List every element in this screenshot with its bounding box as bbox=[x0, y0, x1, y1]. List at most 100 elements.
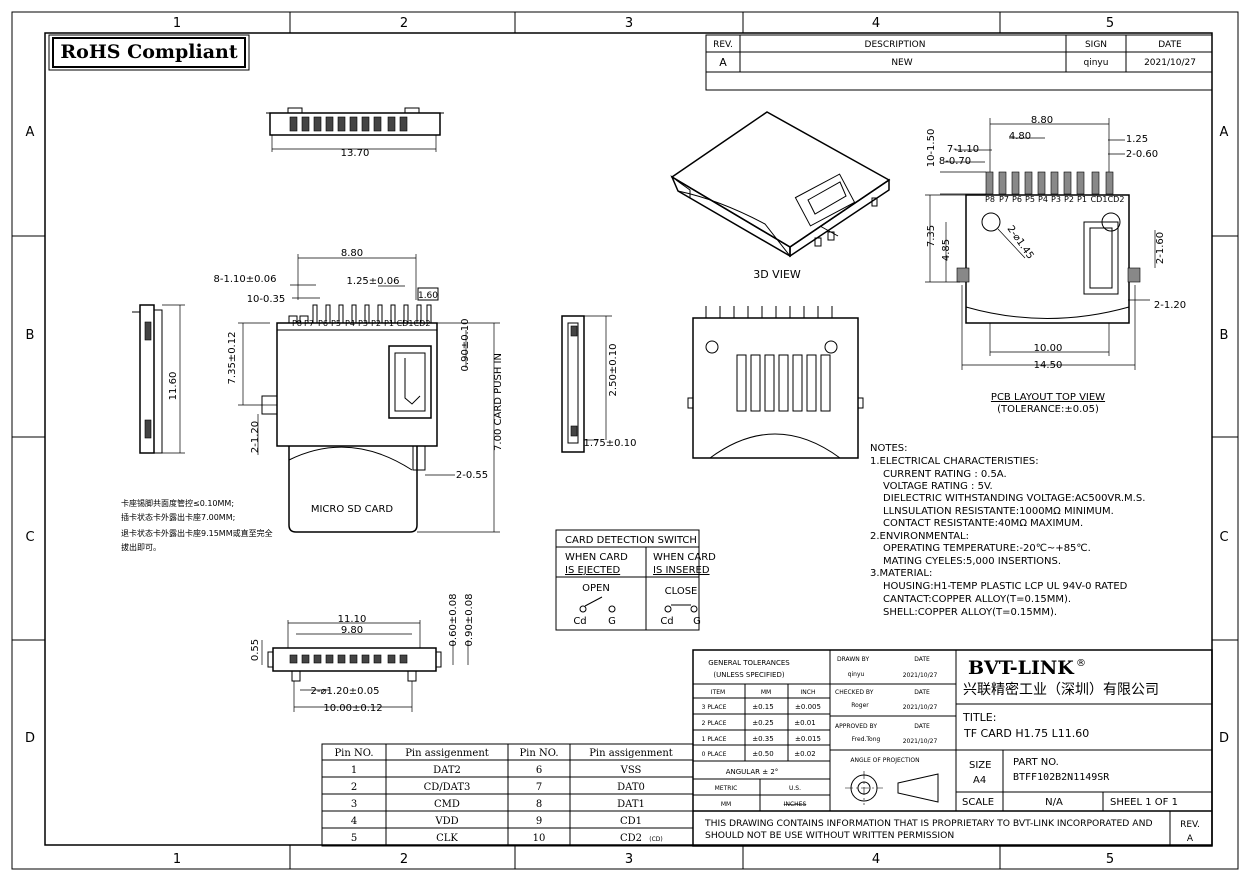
front-view: MICRO SD CARD P8 P7 P6 P5 P4 P3 P2 P1 CD… bbox=[214, 248, 504, 533]
dim-section-low: 1.75±0.10 bbox=[584, 438, 637, 449]
3d-view-label: 3D VIEW bbox=[753, 268, 801, 281]
pin-label-p8: P8 bbox=[292, 319, 302, 328]
cds-inserted-line2: IS INSERED bbox=[653, 565, 710, 576]
cn-note-3: 退卡状态卡外露出卡座9.15MM或直至完全 bbox=[121, 528, 273, 538]
pcb-pin-label-p1: P1 bbox=[1077, 195, 1087, 204]
pcb-pin-label-p6: P6 bbox=[1012, 195, 1022, 204]
pcb-dim-right1: 1.25 bbox=[1126, 134, 1148, 145]
pcb-dim-width2: 4.80 bbox=[1009, 131, 1031, 142]
pin-header-assign-1: Pin assigenment bbox=[405, 748, 489, 759]
chinese-notes: 卡座锡脚共面度管控≤0.10MM; 插卡状态卡外露出卡座7.00MM; 退卡状态… bbox=[121, 498, 273, 552]
col-label-top-4: 4 bbox=[872, 16, 880, 31]
tol-row-4-inch: ±0.02 bbox=[794, 750, 815, 758]
pin-header-assign-2: Pin assigenment bbox=[589, 748, 673, 759]
tol-row-2-inch: ±0.01 bbox=[794, 719, 815, 727]
notes-line-12: CANTACT:COPPER ALLOY(T=0.15MM). bbox=[883, 594, 1071, 605]
cds-cd-close: Cd bbox=[660, 616, 673, 627]
pin-row-2-no: 2 bbox=[351, 782, 357, 793]
pcb-dim-width: 8.80 bbox=[1031, 115, 1053, 126]
dim-bottom-h2: 0.60±0.08 bbox=[448, 594, 459, 647]
dim-front-right: 1.60 bbox=[418, 291, 438, 301]
dim-bottom-width3: 10.00±0.12 bbox=[323, 703, 382, 714]
dim-bottom-h1: 0.55 bbox=[250, 639, 261, 661]
approved-by-name: Fred.Tong bbox=[852, 736, 881, 743]
notes-line-2: CURRENT RATING : 0.5A. bbox=[883, 469, 1007, 480]
rev-cell-sign: qinyu bbox=[1084, 58, 1109, 68]
sheet-number: SHEEL 1 OF 1 bbox=[1110, 797, 1178, 808]
cn-note-2: 插卡状态卡外露出卡座7.00MM; bbox=[121, 512, 235, 522]
pcb-pin-label-p3: P3 bbox=[1051, 195, 1061, 204]
tol-angular: ANGULAR ± 2° bbox=[726, 768, 779, 776]
pin-label-p1: P1 bbox=[384, 319, 394, 328]
notes-line-7: 2.ENVIRONMENTAL: bbox=[870, 531, 969, 542]
tol-header-mm: MM bbox=[761, 689, 771, 696]
cds-ejected-line2: IS EJECTED bbox=[565, 565, 620, 576]
tol-row-3-inch: ±0.015 bbox=[795, 735, 821, 743]
cds-cd-open: Cd bbox=[573, 616, 586, 627]
dim-front-side: 2-0.55 bbox=[456, 470, 488, 481]
pcb-dim-hole: 2-⌀1.45 bbox=[1005, 224, 1036, 262]
rohs-badge: RoHS Compliant bbox=[48, 34, 250, 71]
tol-row-3-mm: ±0.35 bbox=[752, 735, 773, 743]
cds-close: CLOSE bbox=[665, 586, 698, 597]
pin-label-p3: P3 bbox=[358, 319, 368, 328]
notes-line-5: LLNSULATION RESISTANTE:1000MΩ MINIMUM. bbox=[883, 506, 1114, 517]
notes-line-8: OPERATING TEMPERATURE:-20℃~+85℃. bbox=[883, 543, 1091, 554]
rev-header-date: DATE bbox=[1158, 40, 1182, 50]
pcb-pin-label-p4: P4 bbox=[1038, 195, 1048, 204]
dim-bottom-width1: 11.10 bbox=[338, 614, 367, 625]
dim-front-bottom-left: 2-1.20 bbox=[250, 421, 261, 453]
col-label-bottom-2: 2 bbox=[400, 852, 408, 867]
approved-by-label: APPROVED BY bbox=[835, 723, 877, 730]
row-label-right-b: B bbox=[1220, 328, 1229, 343]
notes-block: NOTES: 1.ELECTRICAL CHARACTERISTIES: CUR… bbox=[870, 443, 1145, 618]
scale-label: SCALE bbox=[962, 797, 994, 808]
rev-label: REV. bbox=[1180, 820, 1200, 830]
pcb-layout-label: PCB LAYOUT TOP VIEW bbox=[991, 392, 1105, 403]
row-label-left-a: A bbox=[26, 125, 35, 140]
pcb-dim-side2: 2-1.20 bbox=[1154, 300, 1186, 311]
col-label-top-1: 1 bbox=[173, 16, 181, 31]
drawn-by-date-label: DATE bbox=[914, 656, 930, 663]
drawn-by-label: DRAWN BY bbox=[837, 656, 869, 663]
pin-row-3-no2: 8 bbox=[536, 799, 542, 810]
cds-ejected-line1: WHEN CARD bbox=[565, 552, 628, 563]
pcb-dim-height2: 4.85 bbox=[941, 239, 952, 261]
col-label-bottom-5: 5 bbox=[1106, 852, 1114, 867]
dim-section-height: 2.50±0.10 bbox=[608, 344, 619, 397]
cds-open: OPEN bbox=[582, 583, 610, 594]
part-number: BTFF102B2N1149SR bbox=[1013, 772, 1110, 783]
pin-label-p2: P2 bbox=[371, 319, 381, 328]
rev-cell-description: NEW bbox=[891, 58, 912, 68]
rev-header-rev: REV. bbox=[713, 40, 733, 50]
cds-title: CARD DETECTION SWITCH bbox=[565, 535, 697, 546]
pin-row-4-assign: VDD bbox=[434, 816, 458, 827]
bottom-view: 11.10 9.80 0.55 0.60±0.08 0.90±0.08 2-⌀1… bbox=[250, 594, 475, 714]
drawing-title: TF CARD H1.75 L11.60 bbox=[963, 727, 1089, 740]
pcb-dim-bottom2: 14.50 bbox=[1034, 360, 1063, 371]
projection-label: ANGLE OF PROJECTION bbox=[850, 757, 919, 764]
pcb-dim-pitch3: 10-1.50 bbox=[926, 129, 937, 168]
notes-line-6: CONTACT RESISTANTE:40MΩ MAXIMUM. bbox=[883, 518, 1083, 529]
cds-g-open: G bbox=[608, 616, 616, 627]
projection-symbol-icon bbox=[845, 771, 939, 805]
row-label-left-c: C bbox=[25, 530, 34, 545]
part-number-label: PART NO. bbox=[1013, 757, 1059, 768]
dim-front-pitch-small: 1.25±0.06 bbox=[347, 276, 400, 287]
pin-row-5-assign: CLK bbox=[436, 833, 458, 844]
cn-note-1: 卡座锡脚共面度管控≤0.10MM; bbox=[121, 498, 234, 508]
card-detection-switch-table: CARD DETECTION SWITCH WHEN CARD IS EJECT… bbox=[555, 529, 716, 631]
tol-row-4-item: 0 PLACE bbox=[702, 751, 727, 758]
checked-by-label: CHECKED BY bbox=[835, 689, 874, 696]
pin-row-4-no: 4 bbox=[351, 816, 357, 827]
pin-row-2-no2: 7 bbox=[536, 782, 542, 793]
disclaimer-line-1: THIS DRAWING CONTAINS INFORMATION THAT I… bbox=[704, 818, 1153, 829]
notes-line-1: 1.ELECTRICAL CHARACTERISTIES: bbox=[870, 456, 1039, 467]
col-label-bottom-1: 1 bbox=[173, 852, 181, 867]
col-label-bottom-3: 3 bbox=[625, 852, 633, 867]
pin-row-1-no: 1 bbox=[351, 765, 357, 776]
tol-row-1-item: 3 PLACE bbox=[702, 704, 727, 711]
tol-header-inch: INCH bbox=[801, 689, 816, 696]
row-label-left-d: D bbox=[25, 731, 35, 746]
